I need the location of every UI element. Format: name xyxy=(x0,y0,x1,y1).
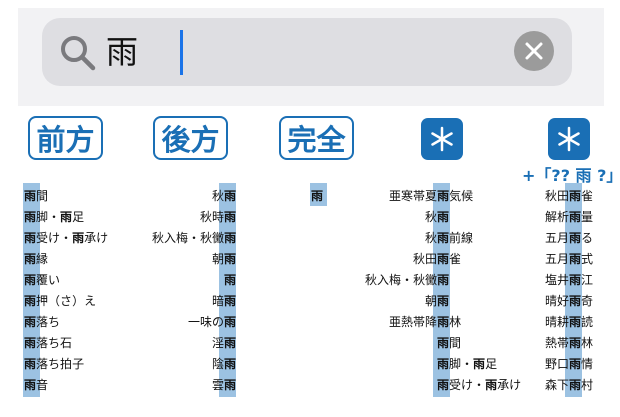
contains-result-item[interactable]: 秋雨前線 xyxy=(425,231,474,245)
contains-result-item[interactable]: 秋田雨雀 xyxy=(413,252,462,266)
prefix-result-item[interactable]: 雨縁 xyxy=(24,252,49,266)
prefix-result-item[interactable]: 雨受け・雨承け xyxy=(24,231,109,245)
pattern-result-item[interactable]: 熱帯雨林 xyxy=(545,336,594,350)
pattern-mode-button[interactable] xyxy=(548,118,590,160)
exact-result-item[interactable]: 雨 xyxy=(311,189,324,203)
prefix-result-item[interactable]: 雨脚・雨足 xyxy=(24,210,85,224)
contains-result-item[interactable]: 秋入梅・秋黴雨 xyxy=(365,273,450,287)
search-field[interactable]: 雨 xyxy=(42,18,572,86)
prefix-result-item[interactable]: 雨落ち xyxy=(24,315,61,329)
prefix-result-item[interactable]: 雨押（さ）え xyxy=(24,294,97,308)
search-icon xyxy=(58,33,98,73)
pattern-result-item[interactable]: 晴好雨奇 xyxy=(545,294,594,308)
prefix-mode-button[interactable]: 前方 xyxy=(28,116,103,160)
pattern-result-item[interactable]: 森下雨村 xyxy=(545,378,594,392)
contains-result-item[interactable]: 朝雨 xyxy=(425,294,450,308)
suffix-result-item[interactable]: 秋入梅・秋黴雨 xyxy=(152,231,237,245)
clear-icon[interactable] xyxy=(514,31,554,71)
text-caret xyxy=(180,30,183,75)
contains-result-item[interactable]: 秋雨 xyxy=(425,210,450,224)
match-highlight-suffix xyxy=(219,183,236,397)
suffix-result-item[interactable]: 陰雨 xyxy=(212,357,237,371)
match-highlight-pattern xyxy=(565,183,582,397)
pattern-result-item[interactable]: 解析雨量 xyxy=(545,210,594,224)
suffix-result-item[interactable]: 一味の雨 xyxy=(188,315,237,329)
pattern-mode-note: +「?? 雨 ?」 xyxy=(522,166,620,185)
suffix-result-item[interactable]: 雨 xyxy=(224,273,237,287)
suffix-result-item[interactable]: 朝雨 xyxy=(212,252,237,266)
prefix-result-item[interactable]: 雨覆い xyxy=(24,273,61,287)
suffix-result-item[interactable]: 淫雨 xyxy=(212,336,237,350)
pattern-result-item[interactable]: 野口雨情 xyxy=(545,357,594,371)
pattern-result-item[interactable]: 晴耕雨読 xyxy=(545,315,594,329)
asterisk-icon xyxy=(558,126,580,152)
prefix-result-item[interactable]: 雨音 xyxy=(24,378,49,392)
prefix-result-item[interactable]: 雨間 xyxy=(24,189,49,203)
pattern-result-item[interactable]: 塩井雨江 xyxy=(545,273,594,287)
suffix-result-item[interactable]: 秋雨 xyxy=(212,189,237,203)
suffix-result-item[interactable]: 雲雨 xyxy=(212,378,237,392)
asterisk-icon xyxy=(431,126,453,152)
match-highlight-prefix xyxy=(23,183,40,397)
contains-result-item[interactable]: 雨間 xyxy=(437,336,462,350)
contains-mode-button[interactable] xyxy=(421,118,463,160)
search-input[interactable]: 雨 xyxy=(106,33,139,71)
pattern-result-item[interactable]: 五月雨式 xyxy=(545,252,594,266)
contains-result-item[interactable]: 雨脚・雨足 xyxy=(437,357,498,371)
pattern-result-item[interactable]: 秋田雨雀 xyxy=(545,189,594,203)
prefix-result-item[interactable]: 雨落ち拍子 xyxy=(24,357,85,371)
contains-result-item[interactable]: 亜寒帯夏雨気候 xyxy=(389,189,474,203)
match-highlight-contains xyxy=(433,183,450,397)
contains-result-item[interactable]: 亜熱帯降雨林 xyxy=(389,315,462,329)
exact-mode-button[interactable]: 完全 xyxy=(279,116,354,160)
suffix-result-item[interactable]: 暗雨 xyxy=(212,294,237,308)
pattern-result-item[interactable]: 五月雨る xyxy=(545,231,594,245)
match-highlight-exact xyxy=(310,183,327,206)
contains-result-item[interactable]: 雨受け・雨承け xyxy=(437,378,522,392)
suffix-mode-button[interactable]: 後方 xyxy=(153,116,228,160)
suffix-result-item[interactable]: 秋時雨 xyxy=(200,210,237,224)
prefix-result-item[interactable]: 雨落ち石 xyxy=(24,336,73,350)
